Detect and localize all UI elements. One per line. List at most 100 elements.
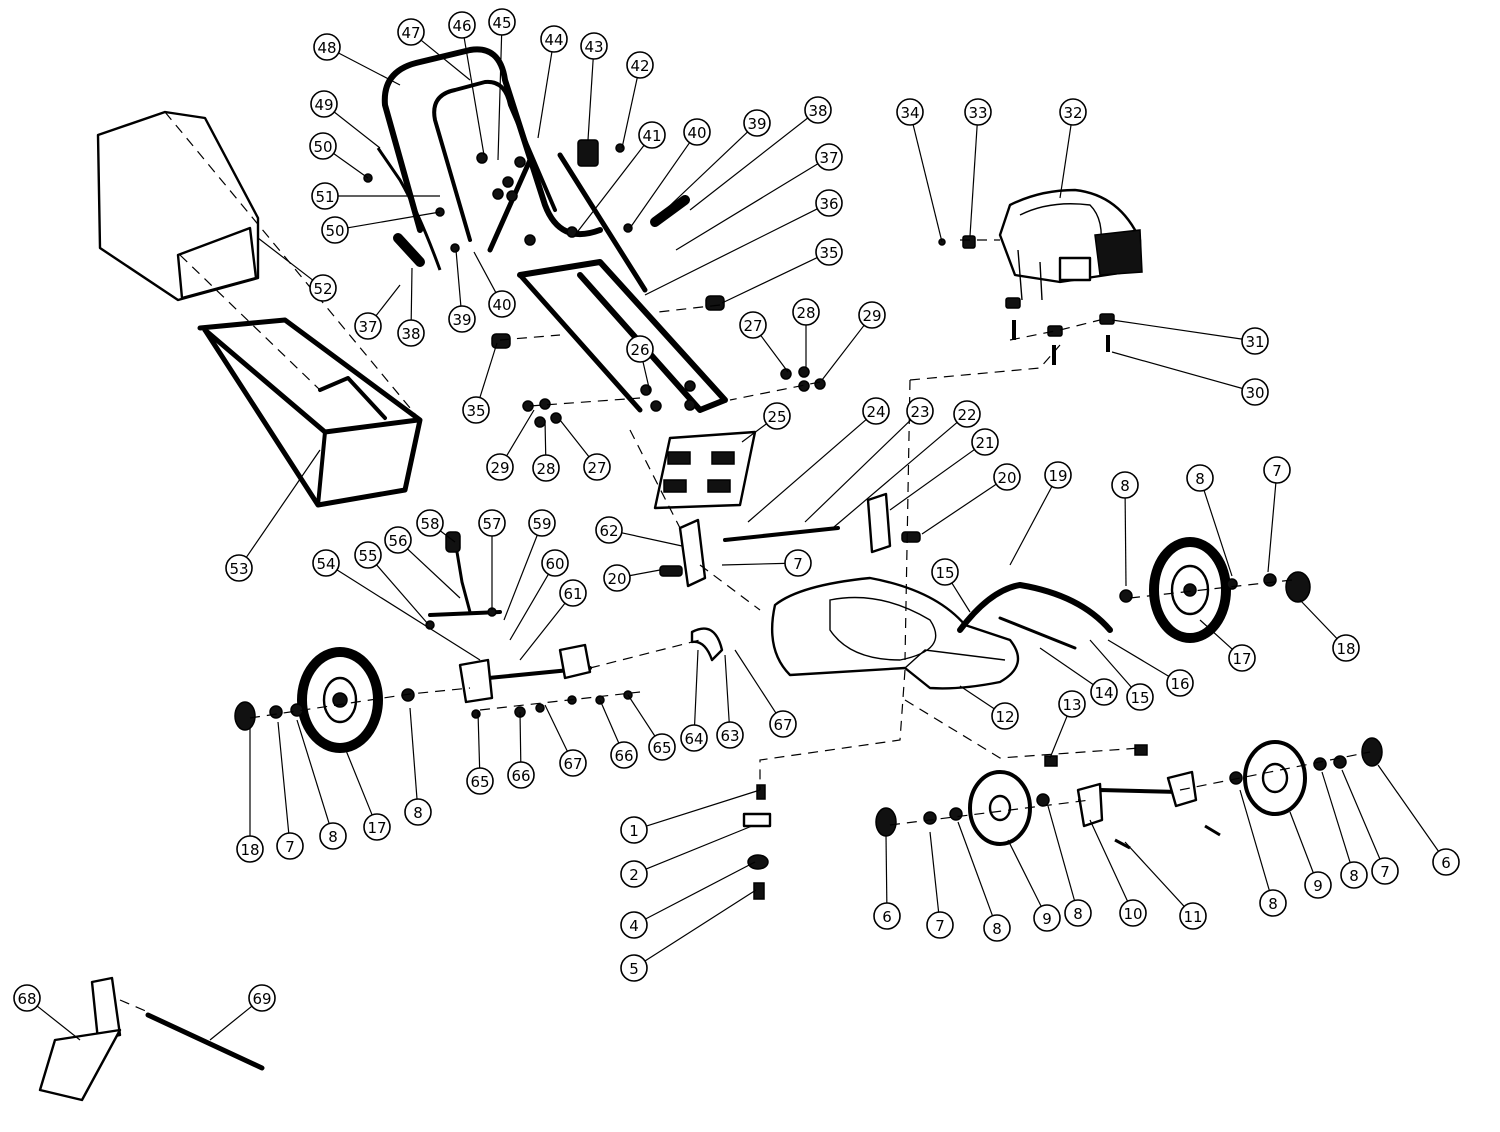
callout-number: 8 <box>1268 895 1278 913</box>
leader-line <box>675 163 819 251</box>
leader-line <box>951 582 971 613</box>
leader-line <box>257 237 314 281</box>
callout-number: 6 <box>1441 854 1451 872</box>
part-callout: 21 <box>971 428 999 456</box>
callout-number: 7 <box>793 555 803 573</box>
part-callout: 9 <box>1033 904 1061 932</box>
callout-number: 27 <box>587 459 606 477</box>
callout-number: 10 <box>1123 905 1142 923</box>
part-callout: 1 <box>620 816 648 844</box>
part-callout: 25 <box>763 402 791 430</box>
leader-line <box>1111 351 1243 390</box>
part-callout: 36 <box>815 189 843 217</box>
callout-number: 69 <box>252 990 271 1008</box>
callout-circle <box>1304 871 1332 899</box>
part-callout: 58 <box>416 509 444 537</box>
callout-number: 8 <box>992 920 1002 938</box>
callout-circle <box>626 51 654 79</box>
handle-knobs <box>376 139 725 349</box>
leader-line <box>1299 599 1338 640</box>
part-callout: 17 <box>1228 644 1256 672</box>
leader-line <box>36 1005 81 1041</box>
part-callout: 37 <box>354 312 382 340</box>
part-callout: 27 <box>583 453 611 481</box>
callout-circle <box>610 741 638 769</box>
wheels <box>234 537 1383 846</box>
assembly-lines <box>119 111 1371 1013</box>
part-callout: 44 <box>540 25 568 53</box>
part-callout: 7 <box>1371 857 1399 885</box>
leader-line <box>1039 647 1094 686</box>
part-callout: 48 <box>313 33 341 61</box>
callout-number: 49 <box>314 96 333 114</box>
callout-number: 12 <box>995 708 1014 726</box>
callout-number: 7 <box>285 838 295 856</box>
leader-line <box>1047 805 1076 901</box>
callout-circle <box>309 132 337 160</box>
callout-circle <box>13 984 41 1012</box>
part-callout: 7 <box>926 911 954 939</box>
wheel-rear-left <box>234 647 415 753</box>
leader-line <box>644 208 818 296</box>
callout-number: 4 <box>629 917 639 935</box>
callout-circle <box>769 710 797 738</box>
callout-circle <box>873 902 901 930</box>
callout-circle <box>763 402 791 430</box>
part-callout: 4 <box>620 911 648 939</box>
leader-line <box>1377 764 1440 852</box>
callout-circle <box>784 549 812 577</box>
leader-line <box>439 530 456 543</box>
leader-line <box>659 131 748 216</box>
callout-circle <box>815 189 843 217</box>
callout-number: 20 <box>607 570 626 588</box>
callout-number: 18 <box>1336 640 1355 658</box>
callout-circle <box>862 397 890 425</box>
leader-line <box>338 52 401 86</box>
callout-circle <box>815 143 843 171</box>
callout-circle <box>1058 690 1086 718</box>
leader-line <box>804 419 912 523</box>
callout-number: 19 <box>1048 467 1067 485</box>
callout-circle <box>354 541 382 569</box>
callout-number: 39 <box>452 311 471 329</box>
callout-number: 50 <box>325 222 344 240</box>
part-callout: 32 <box>1059 98 1087 126</box>
callout-number: 8 <box>1195 470 1205 488</box>
leader-line <box>333 111 381 149</box>
part-callout: 29 <box>858 301 886 329</box>
leader-line <box>1009 486 1053 566</box>
leader-line <box>957 821 994 917</box>
part-callout: 41 <box>638 121 666 149</box>
leader-line <box>1203 490 1233 577</box>
callout-number: 65 <box>652 739 671 757</box>
callout-number: 15 <box>1130 689 1149 707</box>
leader-line <box>347 211 441 229</box>
callout-circle <box>648 733 676 761</box>
leader-line <box>473 251 497 293</box>
callout-number: 15 <box>935 564 954 582</box>
part-callout: 31 <box>1241 327 1269 355</box>
callout-number: 37 <box>358 318 377 336</box>
leader-line <box>645 825 753 870</box>
callout-circle <box>620 816 648 844</box>
part-callout: 61 <box>559 579 587 607</box>
callout-circle <box>1033 904 1061 932</box>
part-callout: 33 <box>964 98 992 126</box>
callout-number: 33 <box>968 104 987 122</box>
part-callout: 28 <box>792 298 820 326</box>
callout-circle <box>448 305 476 333</box>
leader-line <box>833 421 958 528</box>
leader-line <box>333 153 369 179</box>
callout-circle <box>1186 464 1214 492</box>
leader-line <box>463 37 485 156</box>
part-callout: 24 <box>862 397 890 425</box>
callout-circle <box>926 911 954 939</box>
leader-line <box>959 685 995 710</box>
callout-circle <box>638 121 666 149</box>
part-callout: 8 <box>319 822 347 850</box>
callout-circle <box>309 274 337 302</box>
callout-number: 8 <box>413 804 423 822</box>
part-callout: 6 <box>873 902 901 930</box>
part-callout: 18 <box>236 835 264 863</box>
callout-circle <box>486 453 514 481</box>
